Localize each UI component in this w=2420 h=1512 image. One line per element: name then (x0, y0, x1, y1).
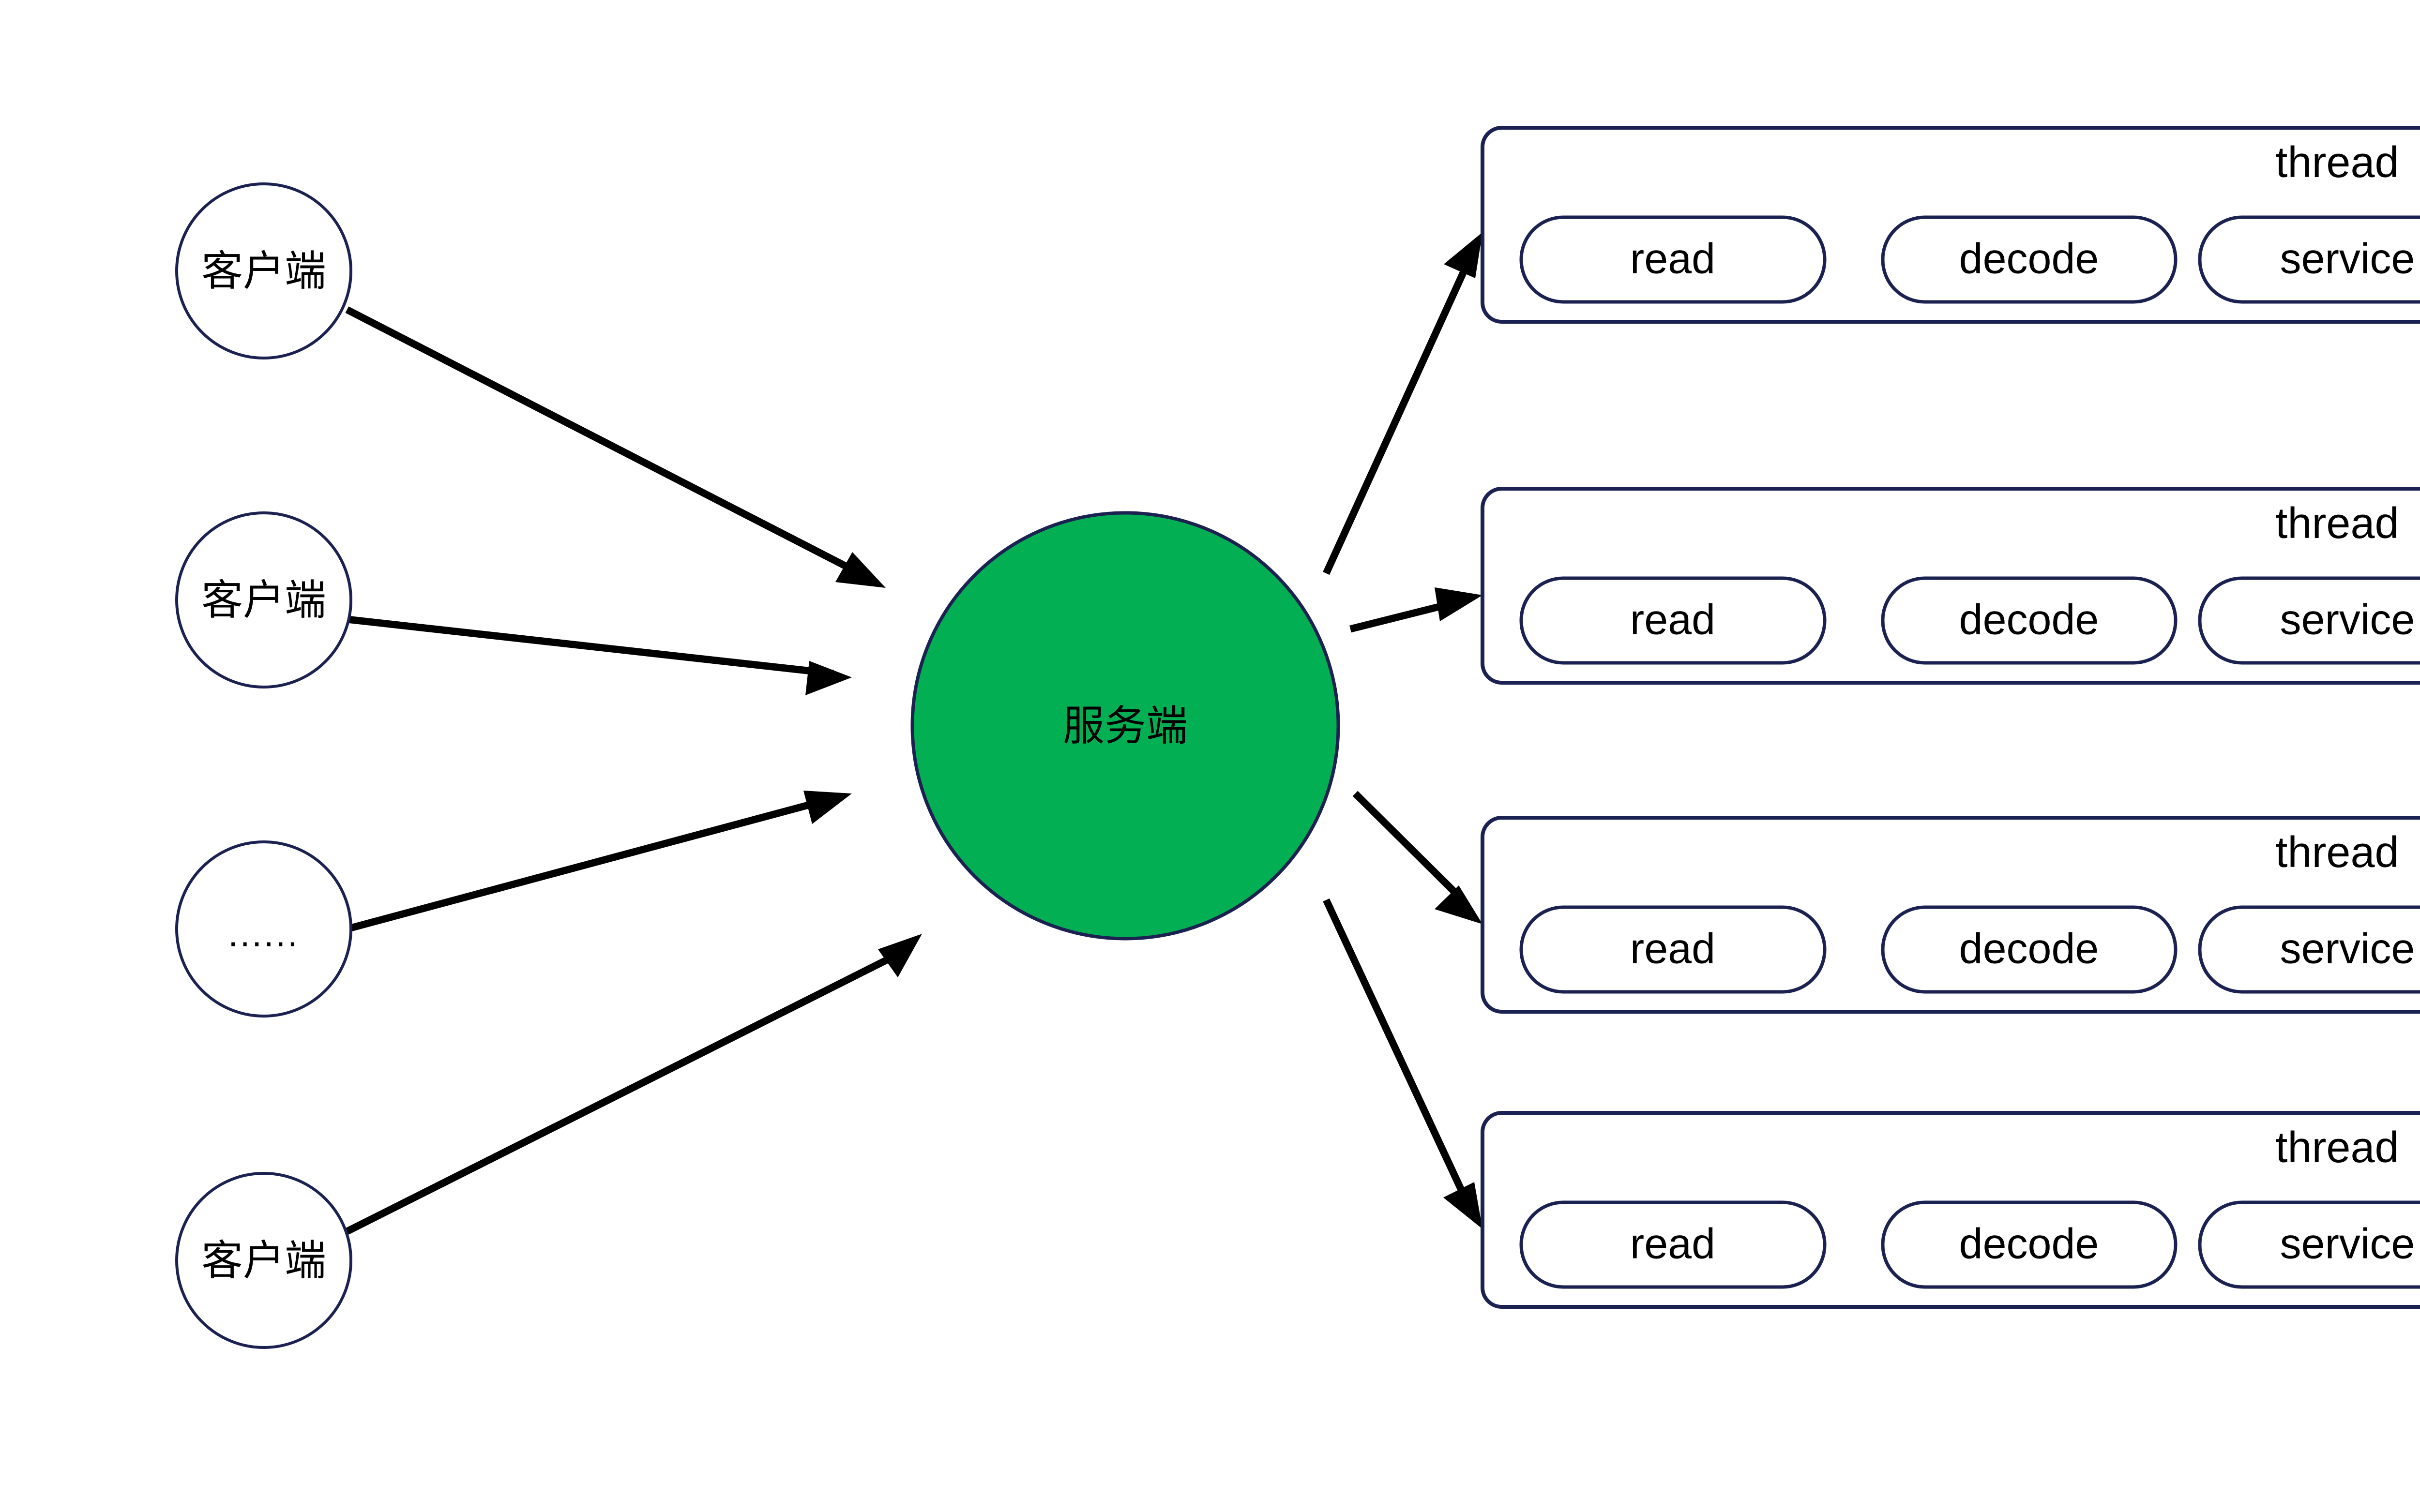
stage-pill-rect-read-3[interactable] (1519, 905, 1827, 994)
stage-label-decode-2: decode (1959, 595, 2099, 643)
outbound-arrow-thread-3 (1352, 791, 1482, 924)
stage-label-read-4: read (1630, 1219, 1715, 1267)
stage-pill-rect-decode-4[interactable] (1881, 1200, 2178, 1289)
client-node-2[interactable]: 客户端 (175, 511, 352, 689)
stage-pill-read-3[interactable]: read (1519, 905, 1827, 994)
stage-pill-read-1[interactable]: read (1519, 215, 1827, 304)
stage-pill-rect-service-4[interactable] (2198, 1200, 2420, 1289)
stage-label-service-2: service (2280, 595, 2415, 643)
outbound-arrow-group (1323, 232, 1482, 1229)
stage-pill-decode-2[interactable]: decode (1881, 576, 2178, 665)
stage-label-service-3: service (2280, 924, 2415, 972)
thread-group-4[interactable]: thread read decode service encode send (1481, 1111, 2420, 1309)
stage-pill-read-2[interactable]: read (1519, 576, 1827, 665)
stage-label-decode-4: decode (1959, 1219, 2099, 1267)
thread-title-3: thread (2275, 828, 2399, 877)
outbound-arrow-thread-2 (1349, 587, 1482, 633)
inbound-arrow-1 (345, 306, 886, 588)
client-circle-2[interactable] (175, 511, 352, 689)
client-node-1[interactable]: 客户端 (175, 182, 352, 359)
outbound-arrow-thread-4 (1323, 898, 1482, 1229)
stage-pill-rect-service-2[interactable] (2198, 576, 2420, 665)
stage-pill-rect-service-3[interactable] (2198, 905, 2420, 994)
client-circle-4[interactable] (175, 1172, 352, 1349)
stage-pill-read-4[interactable]: read (1519, 1200, 1827, 1289)
thread-group-1[interactable]: thread read decode service encode send (1481, 126, 2420, 324)
stage-pill-rect-read-4[interactable] (1519, 1200, 1827, 1289)
stage-label-read-1: read (1630, 234, 1715, 282)
stage-pill-decode-1[interactable]: decode (1881, 215, 2178, 304)
stage-label-service-1: service (2280, 234, 2415, 282)
inbound-arrow-4 (345, 934, 922, 1235)
inbound-arrow-2 (347, 615, 852, 695)
stage-pill-rect-decode-1[interactable] (1881, 215, 2178, 304)
thread-group-2[interactable]: thread read decode service encode send (1481, 487, 2420, 685)
stage-label-decode-3: decode (1959, 924, 2099, 972)
client-node-ellipsis[interactable]: ...... (175, 840, 352, 1018)
thread-title-1: thread (2275, 138, 2399, 187)
client-label-4: 客户端 (201, 1236, 326, 1285)
stage-pill-decode-4[interactable]: decode (1881, 1200, 2178, 1289)
stage-pill-rect-read-1[interactable] (1519, 215, 1827, 304)
inbound-arrow-group (345, 306, 922, 1235)
stage-pill-decode-3[interactable]: decode (1881, 905, 2178, 994)
stage-label-read-2: read (1630, 595, 1715, 643)
thread-title-4: thread (2275, 1123, 2399, 1172)
client-label-ellipsis: ...... (228, 914, 299, 954)
inbound-arrow-3 (346, 791, 852, 933)
stage-label-read-3: read (1630, 924, 1715, 972)
stage-label-decode-1: decode (1959, 234, 2099, 282)
thread-group-3[interactable]: thread read decode service encode send (1481, 816, 2420, 1014)
client-label-2: 客户端 (201, 576, 326, 624)
stage-pill-rect-decode-3[interactable] (1881, 905, 2178, 994)
client-circle-ellipsis[interactable] (175, 840, 352, 1018)
server-circle[interactable] (910, 511, 1340, 941)
stage-pill-service-1[interactable]: service (2198, 215, 2420, 304)
server-node[interactable]: 服务端 (910, 511, 1340, 941)
server-label: 服务端 (1063, 702, 1188, 750)
client-node-4[interactable]: 客户端 (175, 1172, 352, 1349)
thread-title-2: thread (2275, 499, 2399, 548)
stage-pill-rect-service-1[interactable] (2198, 215, 2420, 304)
outbound-arrow-thread-1 (1323, 232, 1482, 575)
stage-pill-service-3[interactable]: service (2198, 905, 2420, 994)
stage-pill-service-2[interactable]: service (2198, 576, 2420, 665)
stage-pill-rect-read-2[interactable] (1519, 576, 1827, 665)
stage-label-service-4: service (2280, 1219, 2415, 1267)
client-circle-1[interactable] (175, 182, 352, 359)
client-label-1: 客户端 (201, 247, 326, 295)
stage-pill-service-4[interactable]: service (2198, 1200, 2420, 1289)
stage-pill-rect-decode-2[interactable] (1881, 576, 2178, 665)
